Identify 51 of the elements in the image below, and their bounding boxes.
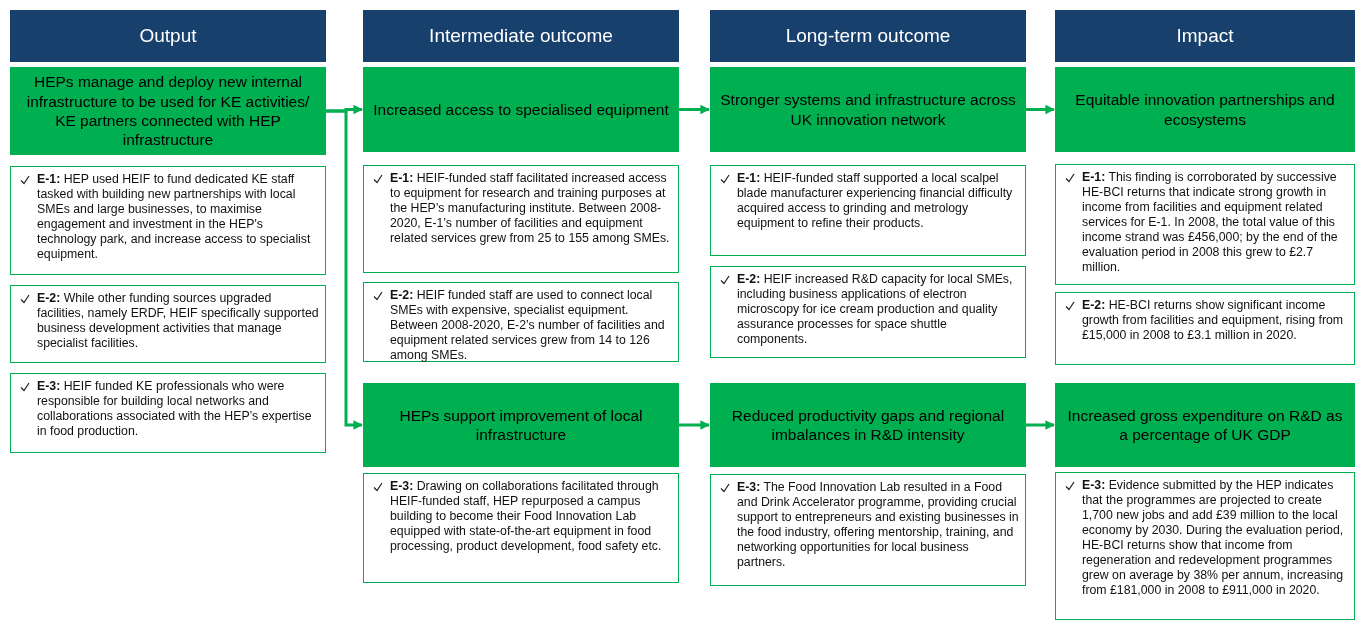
evidence-box xyxy=(10,285,326,363)
evidence-text: E-2: HE-BCI returns show significant income growth from facilities and equipment, rising from £15,000 in 2008 to £3.1 million in 2020. xyxy=(1082,298,1344,342)
header-text: Long-term outcome xyxy=(785,25,951,47)
arrow xyxy=(326,109,363,430)
evidence-text: E-3: Evidence submitted by the HEP indicates that the programmes are projected to create 1,700 new jobs and add £39 million to the local economy by 2030. During the evaluation period, HE-BCI returns show that income from regeneration and redevelopment programmes grew on average by 38% per annum, increasing from £181,000 in 2008 to £911,000 in 2020. xyxy=(1082,478,1344,597)
evidence-box xyxy=(1055,164,1355,285)
outcome-box xyxy=(1055,383,1355,467)
column-header xyxy=(1055,10,1355,62)
evidence-text: E-2: While other funding sources upgraded facilities, namely ERDF, HEIF specifically supported business development activities that manage specialist facilities. xyxy=(37,291,319,350)
evidence-text: E-2: HEIF increased R&D capacity for local SMEs, including business applications of electron microscopy for ice cream production and quality assurance processes for space shuttle components. xyxy=(737,272,1013,346)
outcome-text: Reduced productivity gaps and regional imbalances in R&D intensity xyxy=(730,405,1006,445)
arrow xyxy=(679,104,710,115)
arrow xyxy=(1026,104,1055,115)
outcome-box xyxy=(363,67,679,152)
outcome-box xyxy=(1055,67,1355,152)
column-header xyxy=(363,10,679,62)
header-text: Impact xyxy=(1176,25,1234,47)
evidence-box xyxy=(363,282,679,362)
outcome-box xyxy=(363,383,679,467)
evidence-box xyxy=(363,473,679,583)
evidence-text: E-1: HEIF-funded staff supported a local scalpel blade manufacturer experiencing financial difficulty acquired access to grinding and metrology equipment to refine their products. xyxy=(737,171,1013,230)
column-header xyxy=(710,10,1026,62)
outcome-box xyxy=(10,67,326,155)
evidence-box xyxy=(710,165,1026,256)
outcome-text: Stronger systems and infrastructure across UK innovation network xyxy=(720,90,1016,129)
evidence-box xyxy=(10,373,326,453)
header-text: Output xyxy=(139,25,197,47)
outcome-box xyxy=(710,383,1026,467)
evidence-box xyxy=(10,166,326,275)
evidence-box xyxy=(710,266,1026,358)
evidence-box xyxy=(1055,472,1355,620)
evidence-text: E-1: HEIF-funded staff facilitated increased access to equipment for research and training purposes at the HEP’s manufacturing institute. Between 2008-2020, E-1’s number of facilities and equipment related services grew from 25 to 155 among SMEs. xyxy=(390,171,670,245)
arrow xyxy=(679,420,710,430)
evidence-box xyxy=(363,165,679,273)
outcome-box xyxy=(710,67,1026,152)
evidence-box xyxy=(710,474,1026,586)
evidence-text: E-2: HEIF funded staff are used to connect local SMEs with expensive, specialist equipment. Between 2008-2020, E-2’s number of facilities and equipment related services grew from 14 to 126 among SMEs. xyxy=(390,288,665,362)
outcome-text: Equitable innovation partnerships and ecosystems xyxy=(1074,90,1336,129)
outcome-text: HEPs manage and deploy new internal infrastructure to be used for KE activities/ KE partners connected with HEP infrastructure xyxy=(25,72,311,150)
outcome-text: Increased gross expenditure on R&D as a percentage of UK GDP xyxy=(1066,405,1344,445)
evidence-text: E-1: This finding is corroborated by successive HE-BCI returns that indicate strong growth in income from facilities and equipment related services for E-1. In 2008, the total value of this income strand was £456,000; by the end of the evaluation period in 2008 this grew to £2.7 million. xyxy=(1082,170,1338,274)
evidence-box xyxy=(1055,292,1355,365)
arrow xyxy=(1026,420,1055,430)
evidence-text: E-3: The Food Innovation Lab resulted in a Food and Drink Accelerator programme, providing crucial support to entrepreneurs and existing businesses in the food industry, offering mentorship, training, and networking opportunities for local business partners. xyxy=(737,480,1019,569)
outcome-text: HEPs support improvement of local infrastructure xyxy=(398,405,644,445)
evidence-text: E-1: HEP used HEIF to fund dedicated KE staff tasked with building new partnerships with local SMEs and large businesses, to maximise engagement and investment in the HEP's technology park, and increase access to specialist equipment. xyxy=(37,172,311,261)
evidence-text: E-3: Drawing on collaborations facilitated through HEIF-funded staff, HEP repurposed a campus building to become their Food Innovation Lab equipped with state-of-the-art equipment in food processing, product development, food safety etc. xyxy=(390,479,662,553)
column-header xyxy=(10,10,326,62)
evidence-text: E-3: HEIF funded KE professionals who were responsible for building local networks and collaborations associated with the HEP’s expertise in food production. xyxy=(37,379,312,438)
header-text: Intermediate outcome xyxy=(429,25,613,47)
outcome-text: Increased access to specialised equipment xyxy=(373,99,669,120)
